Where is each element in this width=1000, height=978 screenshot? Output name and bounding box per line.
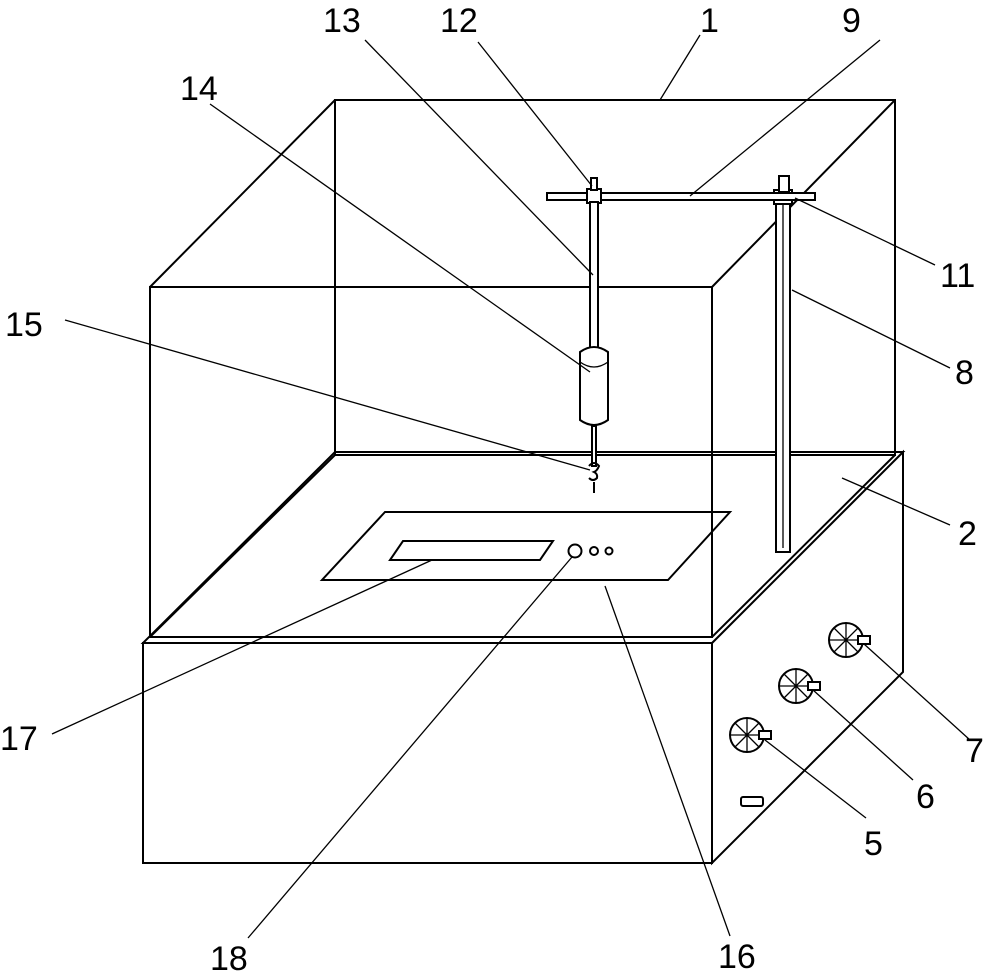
probe-shaft — [592, 426, 596, 466]
label-9: 9 — [842, 2, 861, 40]
enclosure-back-face — [335, 100, 895, 455]
arm-slider-block — [587, 189, 601, 203]
label-13: 13 — [323, 2, 361, 40]
hanging-assembly — [580, 202, 608, 493]
hanging-rod — [590, 202, 598, 352]
label-11: 11 — [940, 257, 975, 295]
label-17: 17 — [0, 720, 38, 758]
label-16: 16 — [718, 938, 756, 976]
power-socket — [741, 797, 763, 806]
label-15: 15 — [5, 306, 43, 344]
label-18: 18 — [210, 940, 248, 978]
label-1: 1 — [700, 2, 719, 40]
base-front-face — [143, 643, 712, 863]
weight-cylinder — [580, 347, 608, 425]
post-top-knob — [779, 176, 789, 192]
label-7: 7 — [965, 732, 984, 770]
label-14: 14 — [180, 70, 218, 108]
label-6: 6 — [916, 778, 935, 816]
label-2: 2 — [958, 515, 977, 553]
label-8: 8 — [955, 354, 974, 392]
label-5: 5 — [864, 825, 883, 863]
label-12: 12 — [440, 2, 478, 40]
slider-screw — [591, 178, 597, 190]
vertical-post — [774, 176, 792, 552]
